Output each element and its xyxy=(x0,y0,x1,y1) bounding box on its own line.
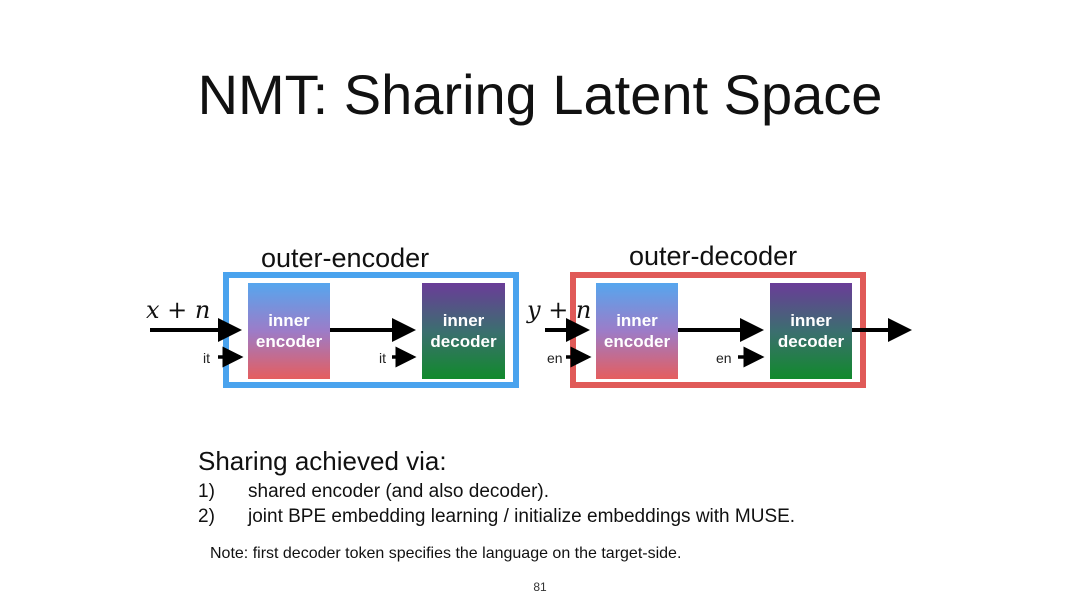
outer-encoder-label: outer-encoder xyxy=(261,243,430,273)
note-text: Note: first decoder token specifies the … xyxy=(210,545,682,562)
outer-decoder-label: outer-decoder xyxy=(629,241,798,271)
page-number: 81 xyxy=(533,580,547,594)
inner-encoder-box: inner encoder xyxy=(248,283,330,379)
slide-title: NMT: Sharing Latent Space xyxy=(197,63,883,126)
decoder-language-token: en xyxy=(716,350,732,366)
list-item-number: 1) xyxy=(198,481,215,502)
inner-encoder-box: inner encoder xyxy=(596,283,678,379)
list-item-text: joint BPE embedding learning / initializ… xyxy=(248,506,796,527)
inner-decoder-box: inner decoder xyxy=(770,283,852,379)
list-item: 2) joint BPE embedding learning / initia… xyxy=(198,506,898,530)
sharing-heading: Sharing achieved via: xyxy=(198,446,447,476)
list-item-number: 2) xyxy=(198,506,215,527)
inner-decoder-box: inner decoder xyxy=(422,283,505,379)
list-item-text: shared encoder (and also decoder). xyxy=(248,481,550,502)
decoder-language-token: it xyxy=(379,350,386,366)
encoder-language-token: it xyxy=(203,350,210,366)
input-x-plus-n: x + n xyxy=(146,296,211,324)
list-item: 1) shared encoder (and also decoder). xyxy=(198,481,898,505)
encoder-language-token: en xyxy=(547,350,563,366)
